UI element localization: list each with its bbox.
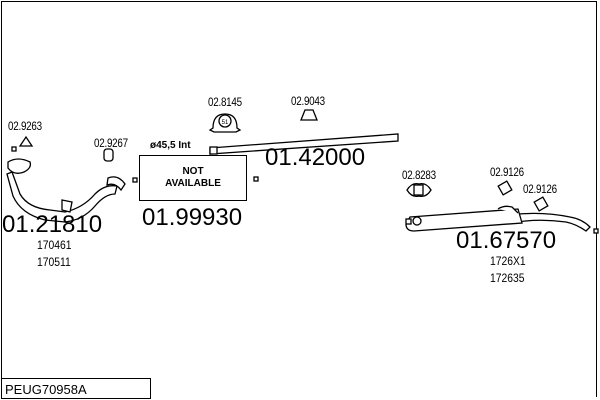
accessory-label: 02.9126	[523, 182, 557, 196]
part-ref: 1726X1	[490, 256, 526, 268]
pipe-diameter-note: ø45,5 Int	[150, 140, 191, 151]
connector-marker	[253, 176, 259, 182]
part-number: 01.67570	[456, 227, 557, 254]
gasket-icon	[18, 135, 34, 147]
rubber-mount-icon	[497, 180, 513, 196]
part-number: 01.99930	[142, 204, 243, 231]
part-number: 01.42000	[265, 144, 366, 171]
accessory-label: 02.8145	[208, 95, 242, 109]
hanger-icon	[300, 109, 318, 121]
not-available-box: NOT AVAILABLE	[139, 155, 247, 201]
rear-silencer-icon	[405, 205, 591, 232]
connector-marker	[132, 177, 138, 183]
rubber-mount-icon	[533, 196, 549, 212]
connector-marker	[11, 146, 17, 152]
part-ref: 170461	[37, 240, 72, 252]
flange-gasket-icon	[406, 182, 432, 198]
accessory-label: 02.9043	[291, 94, 325, 108]
status-line: NOT	[182, 165, 204, 177]
accessory-label: 02.9267	[94, 136, 128, 150]
clamp-with-badge-icon	[208, 113, 242, 133]
diagram-title: PEUG70958A	[1, 378, 151, 399]
clamp-icon	[103, 148, 114, 162]
front-pipe-icon	[6, 158, 126, 223]
part-ref: 172635	[490, 273, 525, 285]
part-ref: 170511	[37, 257, 71, 269]
part-number: 01.21810	[2, 211, 103, 238]
connector-marker	[593, 228, 599, 234]
accessory-label: 02.8283	[402, 168, 436, 182]
clamp-badge: 51	[222, 120, 229, 126]
accessory-label: 02.9263	[8, 119, 42, 133]
accessory-label: 02.9126	[490, 165, 524, 179]
status-line: AVAILABLE	[165, 178, 221, 189]
